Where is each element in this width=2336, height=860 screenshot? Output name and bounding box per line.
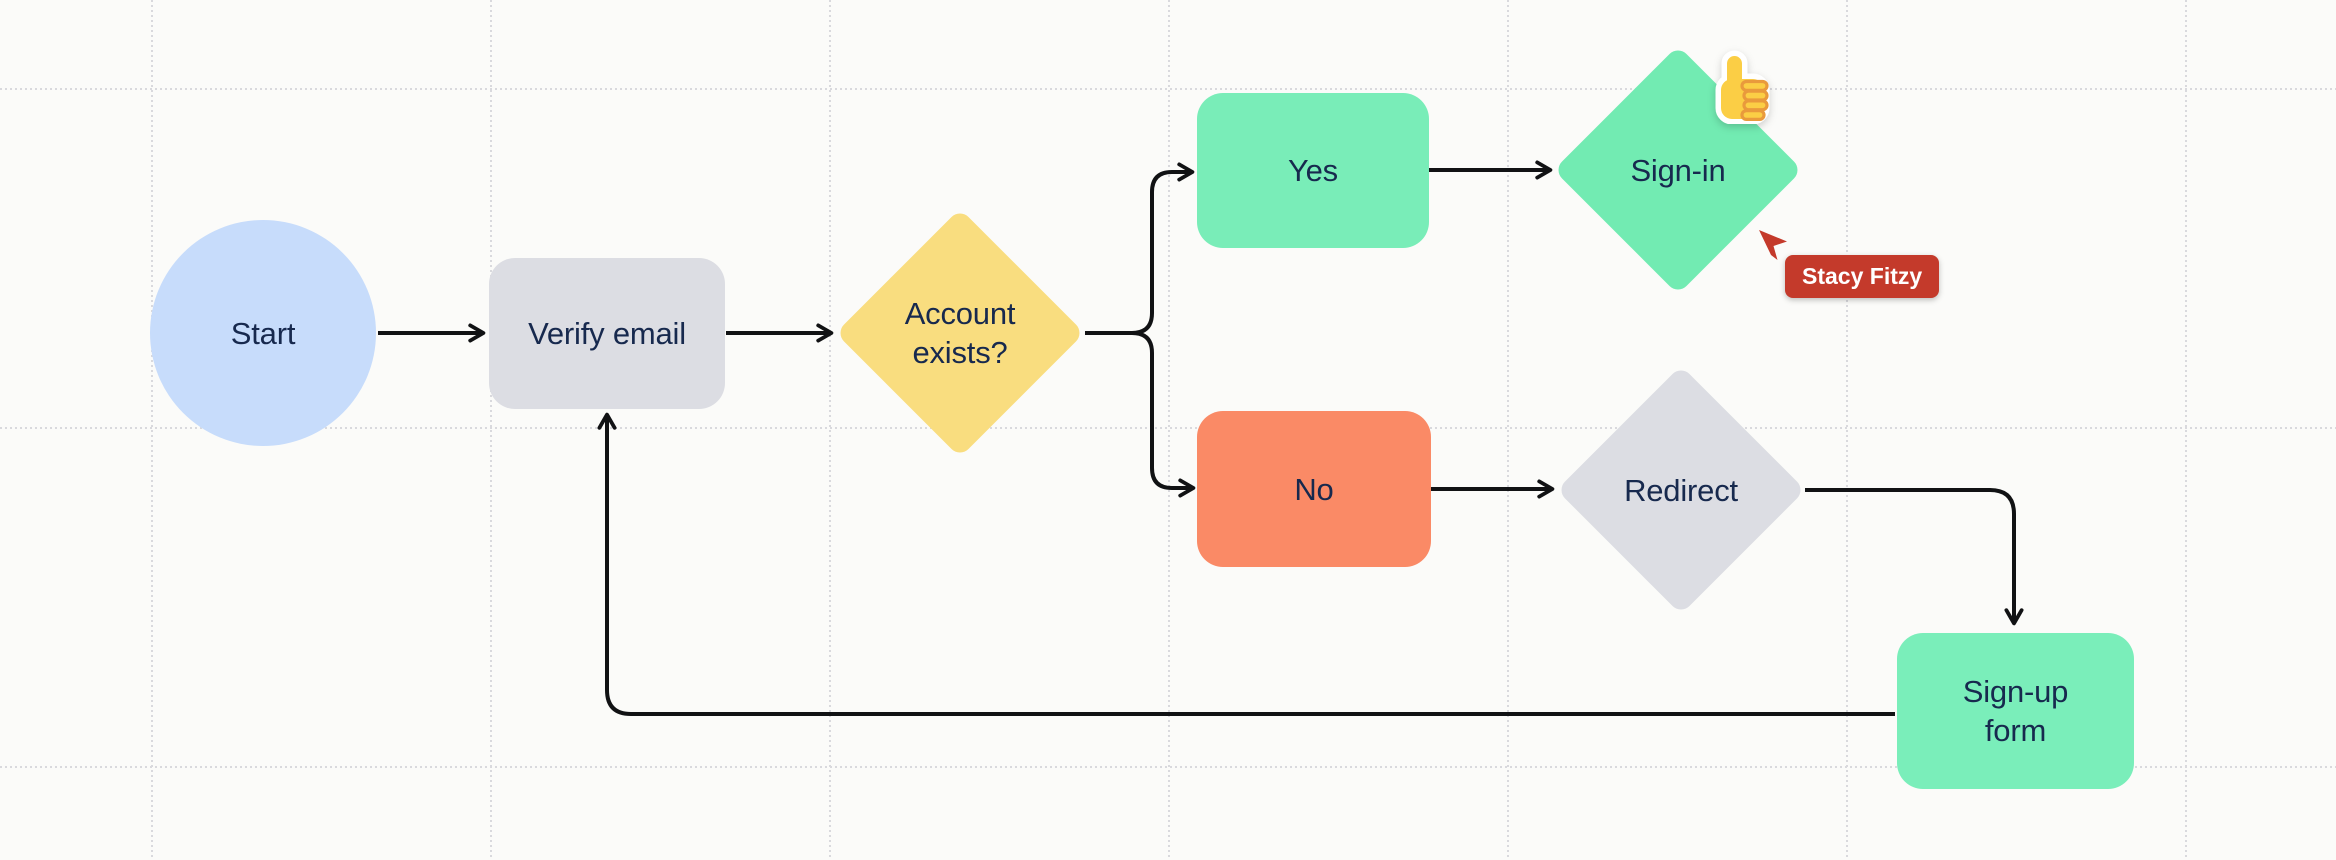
grid-line: [1168, 0, 1170, 860]
node-start[interactable]: Start: [150, 220, 376, 446]
node-label: Account exists?: [904, 296, 1016, 370]
node-label: No: [1294, 471, 1334, 507]
grid-line: [0, 88, 2336, 90]
node-yes[interactable]: Yes: [1197, 93, 1429, 248]
thumbs-up-icon[interactable]: [1712, 50, 1772, 124]
grid-line: [0, 427, 2336, 429]
node-no[interactable]: No: [1197, 411, 1431, 567]
grid-line: [490, 0, 492, 860]
grid-line: [151, 0, 153, 860]
grid-line: [1846, 0, 1848, 860]
cursor-pointer-icon: [1759, 230, 1787, 260]
node-label: Redirect: [1624, 472, 1738, 508]
edge-account-no[interactable]: [1131, 331, 1196, 498]
node-label: Yes: [1288, 153, 1338, 188]
node-label: Sign-in: [1630, 152, 1726, 188]
node-account-exists[interactable]: Account exists?: [835, 208, 1085, 458]
node-label: Sign-up form: [1962, 674, 2069, 748]
collaborator-cursor: Stacy Fitzy: [1756, 229, 1940, 298]
grid-line: [2185, 0, 2187, 860]
grid-line: [0, 766, 2336, 768]
collaborator-name-badge: Stacy Fitzy: [1785, 255, 1940, 298]
node-redirect[interactable]: Redirect: [1556, 365, 1806, 615]
node-verify-email[interactable]: Verify email: [489, 258, 725, 409]
node-label: Start: [230, 315, 296, 351]
node-sign-in[interactable]: Sign-in: [1553, 45, 1803, 295]
edge-signup-verify[interactable]: [597, 412, 1895, 716]
grid-line: [829, 0, 831, 860]
grid-line: [1507, 0, 1509, 860]
node-label: Verify email: [528, 316, 686, 351]
edge-account-yes[interactable]: [1085, 162, 1195, 335]
edge-redirect-signup[interactable]: [1805, 488, 2024, 626]
node-sign-up-form[interactable]: Sign-up form: [1897, 633, 2134, 789]
